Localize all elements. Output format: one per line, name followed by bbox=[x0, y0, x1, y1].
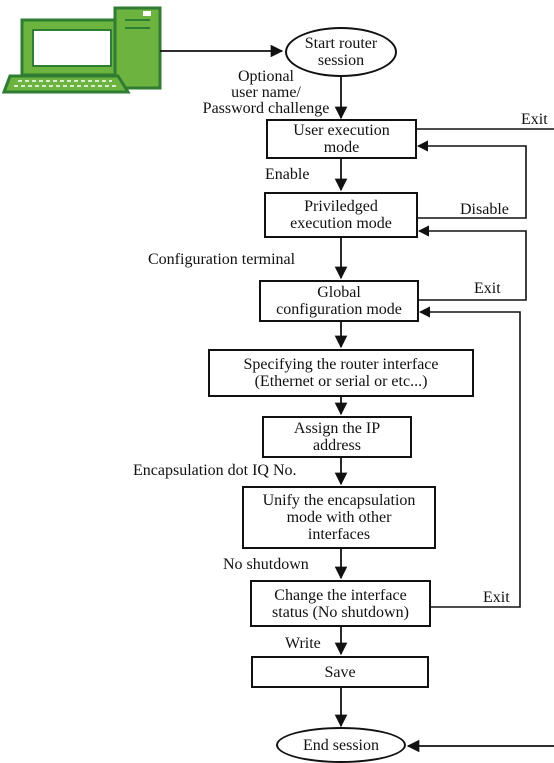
label-configuration-terminal: Configuration terminal bbox=[148, 251, 296, 268]
global-configuration-node: Global configuration mode bbox=[259, 280, 419, 322]
label-encapsulation-dot: Encapsulation dot IQ No. bbox=[133, 462, 297, 479]
label-exit-global: Exit bbox=[474, 280, 501, 297]
specify-interface-node: Specifying the router interface (Etherne… bbox=[208, 349, 474, 397]
label-enable: Enable bbox=[265, 166, 310, 183]
label-disable: Disable bbox=[460, 201, 509, 218]
save-node: Save bbox=[251, 656, 429, 688]
user-execution-node: User execution mode bbox=[266, 119, 417, 159]
change-status-node: Change the interface status (No shutdown… bbox=[250, 580, 431, 627]
start-node: Start router session bbox=[285, 27, 397, 77]
label-optional-challenge: Optional user name/ Password challenge bbox=[202, 68, 330, 117]
label-no-shutdown: No shutdown bbox=[223, 556, 309, 573]
end-node: End session bbox=[276, 727, 406, 763]
computer-icon bbox=[1, 6, 162, 94]
edge-disable-loop bbox=[416, 140, 527, 219]
edge-global-exit-loop bbox=[417, 225, 527, 301]
label-exit-change: Exit bbox=[483, 589, 510, 606]
assign-ip-node: Assign the IP address bbox=[262, 416, 412, 458]
label-write: Write bbox=[285, 635, 321, 652]
edge-change-exit-loop bbox=[418, 306, 521, 608]
unify-encapsulation-node: Unify the encapsulation mode with other … bbox=[242, 486, 436, 549]
label-exit-user: Exit bbox=[521, 111, 548, 128]
privileged-execution-node: Priviledged execution mode bbox=[264, 192, 418, 238]
